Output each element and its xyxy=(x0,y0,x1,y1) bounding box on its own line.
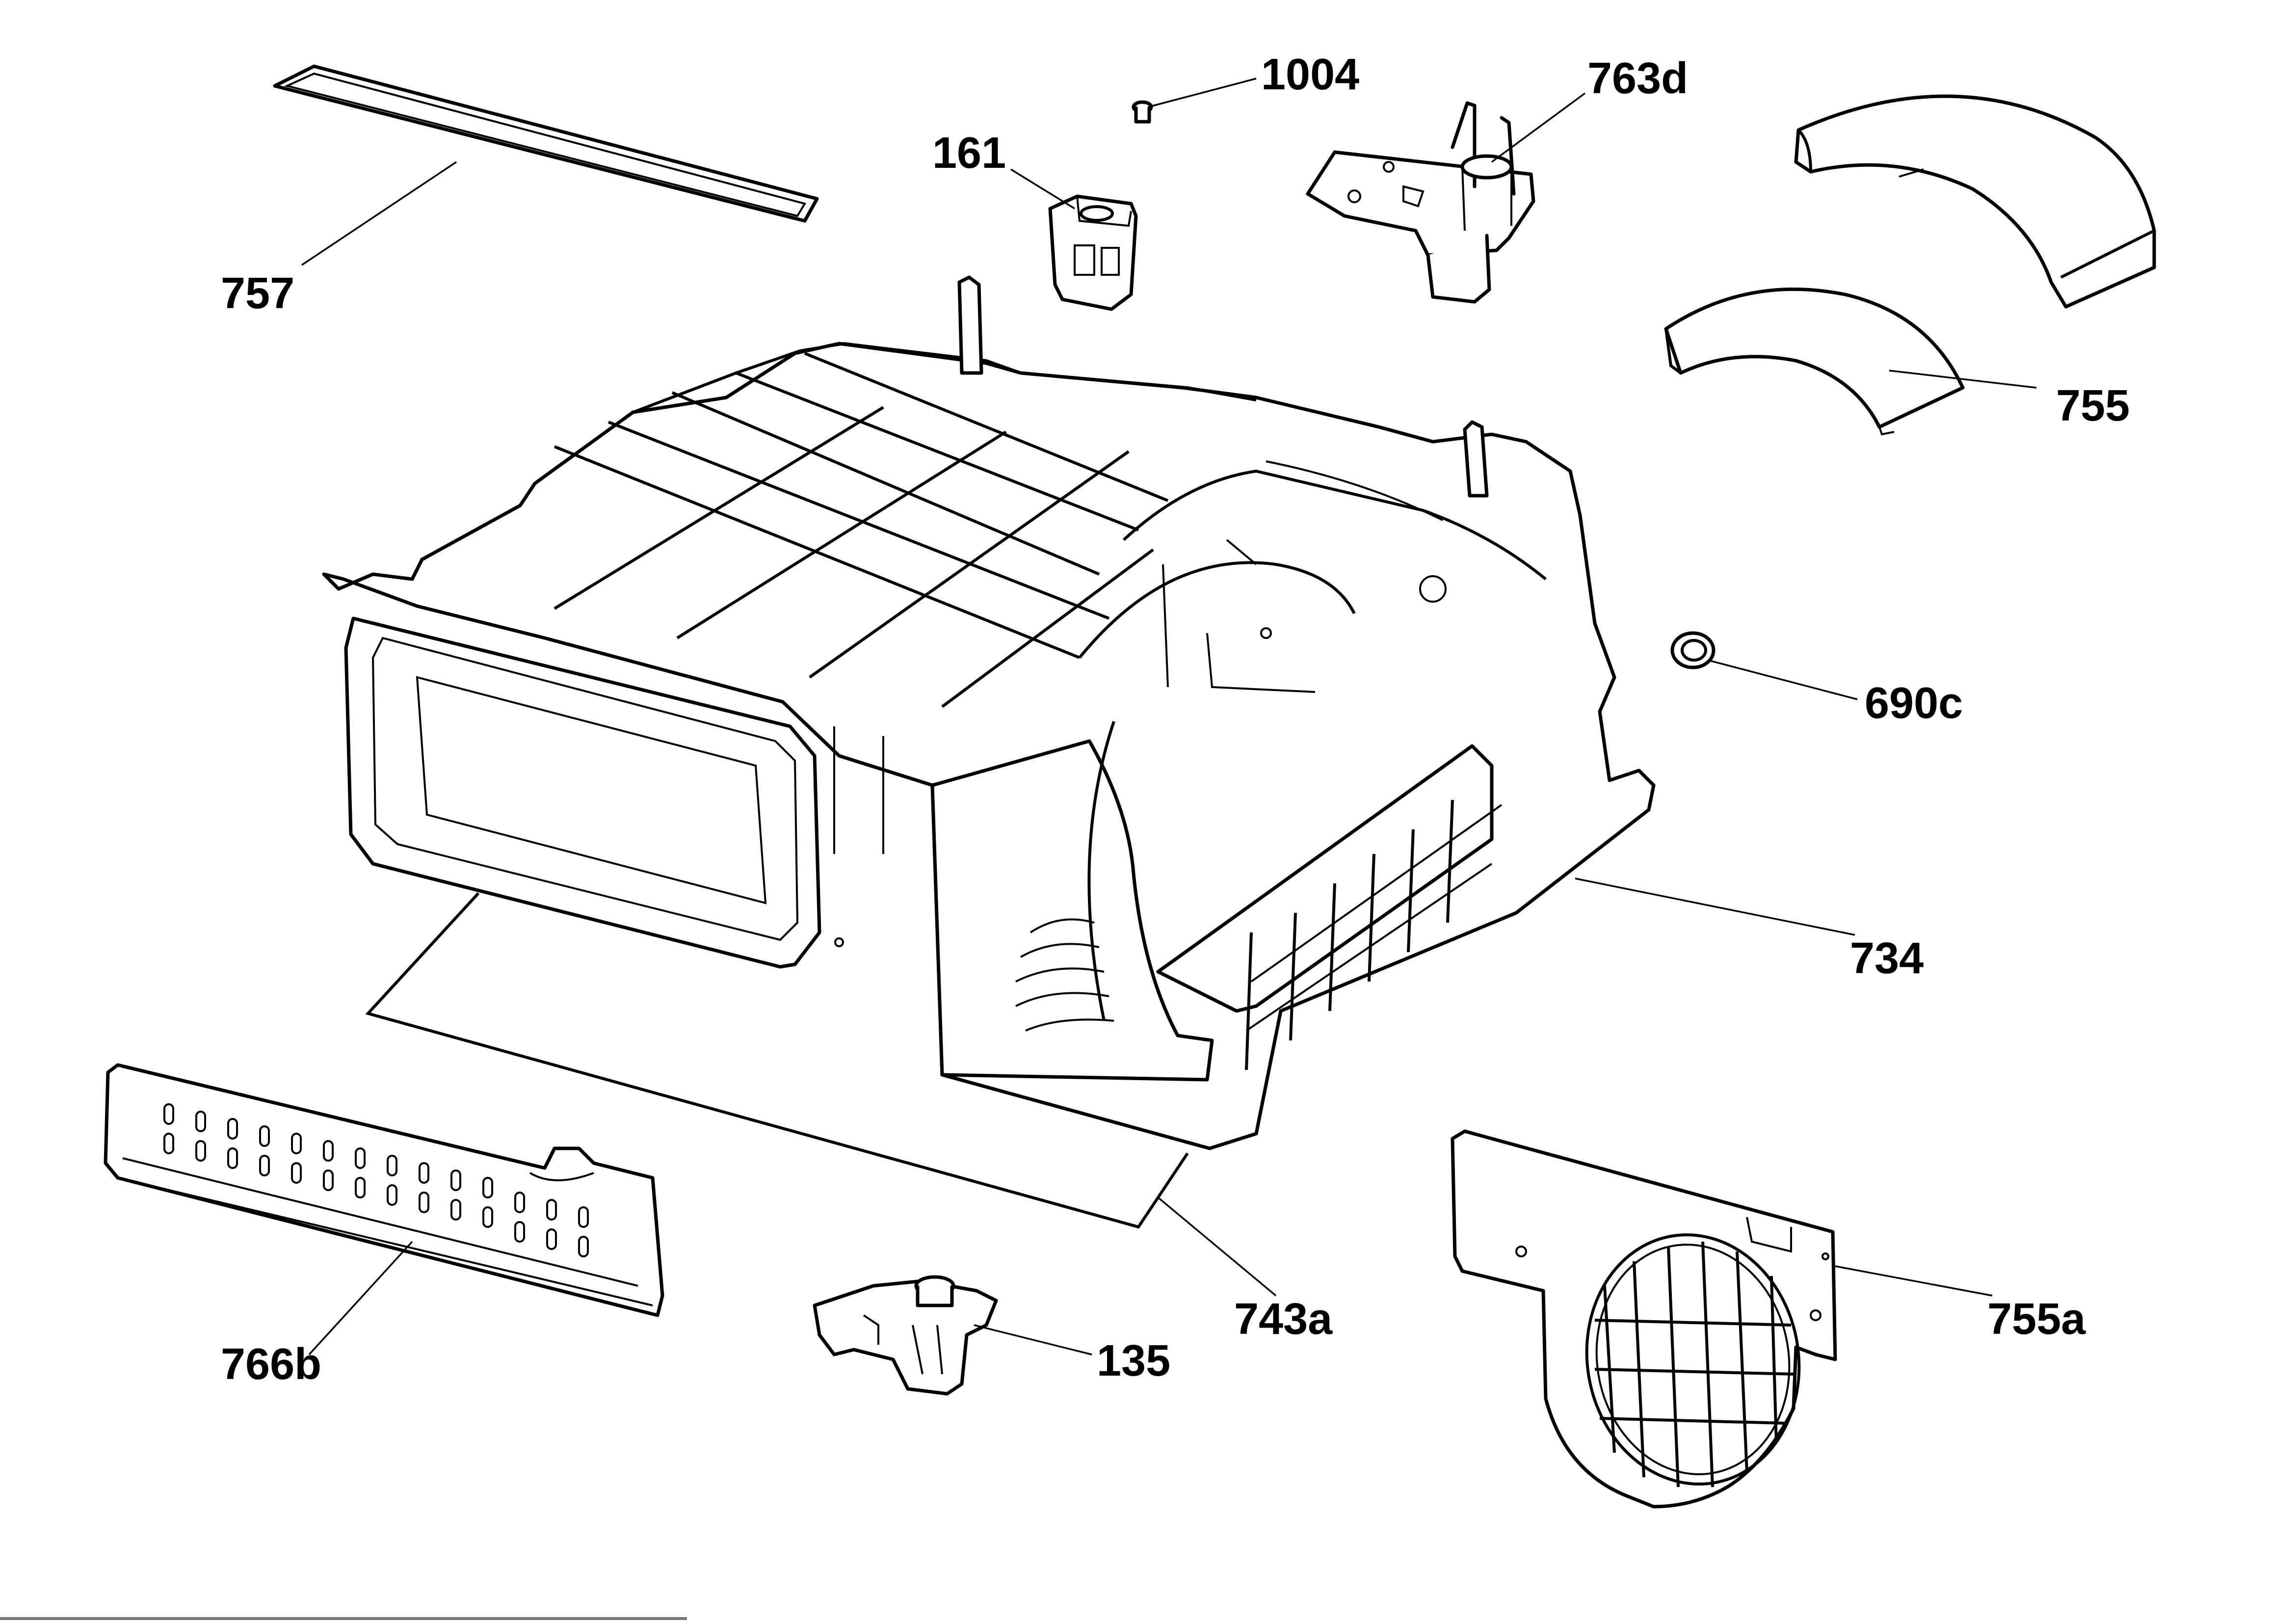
part-690c-grommet xyxy=(1672,633,1714,667)
label-755: 755 xyxy=(2056,381,2130,430)
part-161-sensor xyxy=(1050,196,1136,309)
label-757: 757 xyxy=(221,269,294,318)
part-734-base-housing xyxy=(324,277,1654,1148)
part-757-gasket-strip xyxy=(275,66,817,221)
leader-743a xyxy=(1158,1197,1276,1296)
part-766b-louvre-panel xyxy=(106,1065,662,1315)
label-766b: 766b xyxy=(221,1340,321,1389)
label-690c: 690c xyxy=(1865,679,1963,728)
leader-1004 xyxy=(1148,79,1256,107)
leader-161 xyxy=(1011,169,1075,209)
label-763d: 763d xyxy=(1587,54,1688,103)
part-763d-pump-bracket xyxy=(1308,103,1533,302)
leader-135 xyxy=(974,1325,1092,1355)
label-135: 135 xyxy=(1097,1336,1170,1385)
label-755a: 755a xyxy=(1987,1295,2086,1344)
label-734: 734 xyxy=(1850,934,1924,983)
label-1004: 1004 xyxy=(1261,50,1359,99)
label-743a: 743a xyxy=(1234,1295,1333,1344)
leader-757 xyxy=(302,162,456,265)
label-161: 161 xyxy=(932,129,1006,178)
leader-766b xyxy=(309,1242,412,1355)
leader-734 xyxy=(1575,878,1855,935)
leader-755a xyxy=(1835,1266,1992,1296)
leader-690c xyxy=(1708,660,1857,699)
part-135-valve xyxy=(815,1277,996,1394)
part-1004-plug xyxy=(1134,102,1151,122)
part-755a-fan-grille-panel xyxy=(1452,1131,1835,1507)
